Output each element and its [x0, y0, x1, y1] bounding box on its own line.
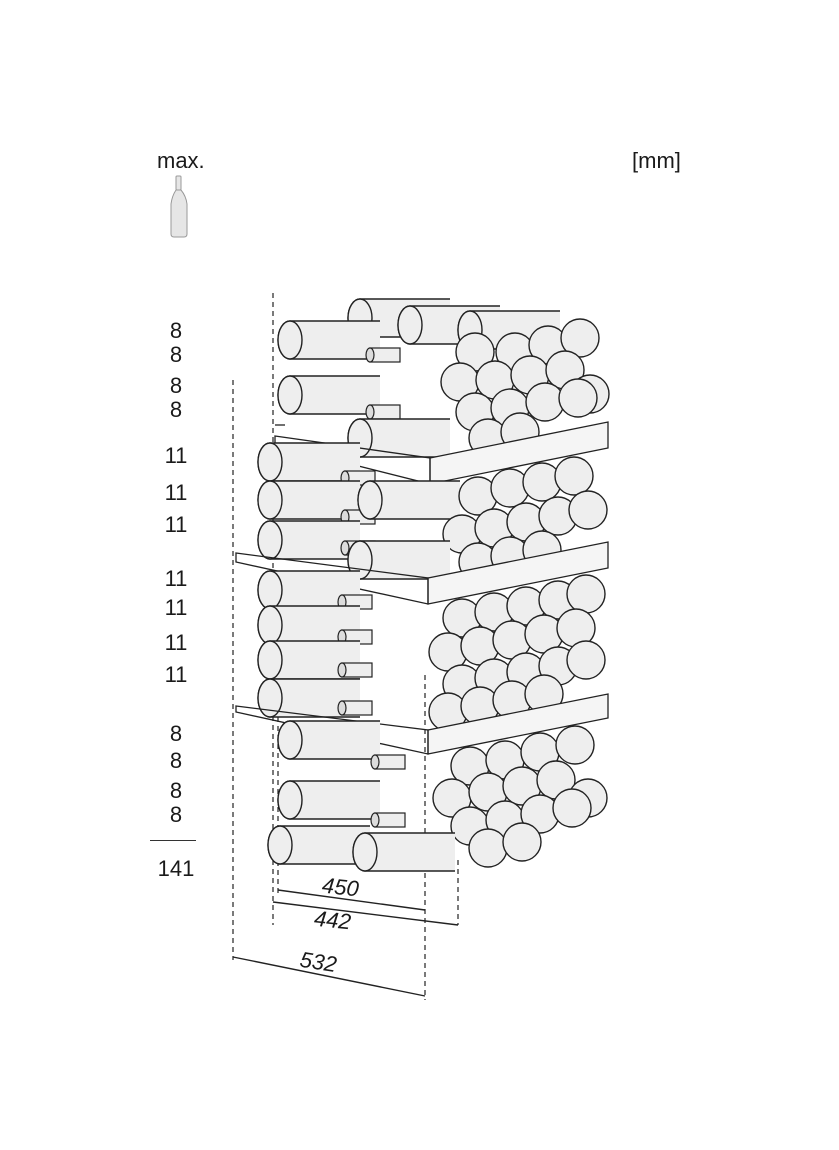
shelf-count: 11: [164, 630, 188, 655]
max-label: max.: [157, 148, 205, 173]
shelf-count: 11: [164, 595, 188, 620]
shelf-count: 8: [169, 748, 183, 773]
shelf-count: 8: [169, 342, 183, 367]
shelf-count: 8: [169, 373, 183, 398]
shelf-count: 8: [169, 721, 183, 746]
shelf-count: 11: [164, 662, 188, 687]
shelf-count: 8: [169, 778, 183, 803]
unit-label: [mm]: [632, 148, 681, 173]
dimension-450: 450: [321, 873, 361, 902]
shelf-count: 11: [164, 512, 188, 537]
total-count: 141: [157, 856, 195, 881]
shelf-count: 11: [164, 480, 188, 505]
shelf-count: 8: [169, 802, 183, 827]
sum-divider: [150, 840, 196, 841]
shelf-count: 8: [169, 318, 183, 343]
shelf-count: 11: [164, 566, 188, 591]
dimension-442: 442: [313, 906, 352, 935]
dimension-532: 532: [298, 947, 338, 977]
shelf-count: 8: [169, 397, 183, 422]
shelf-count: 11: [164, 443, 188, 468]
